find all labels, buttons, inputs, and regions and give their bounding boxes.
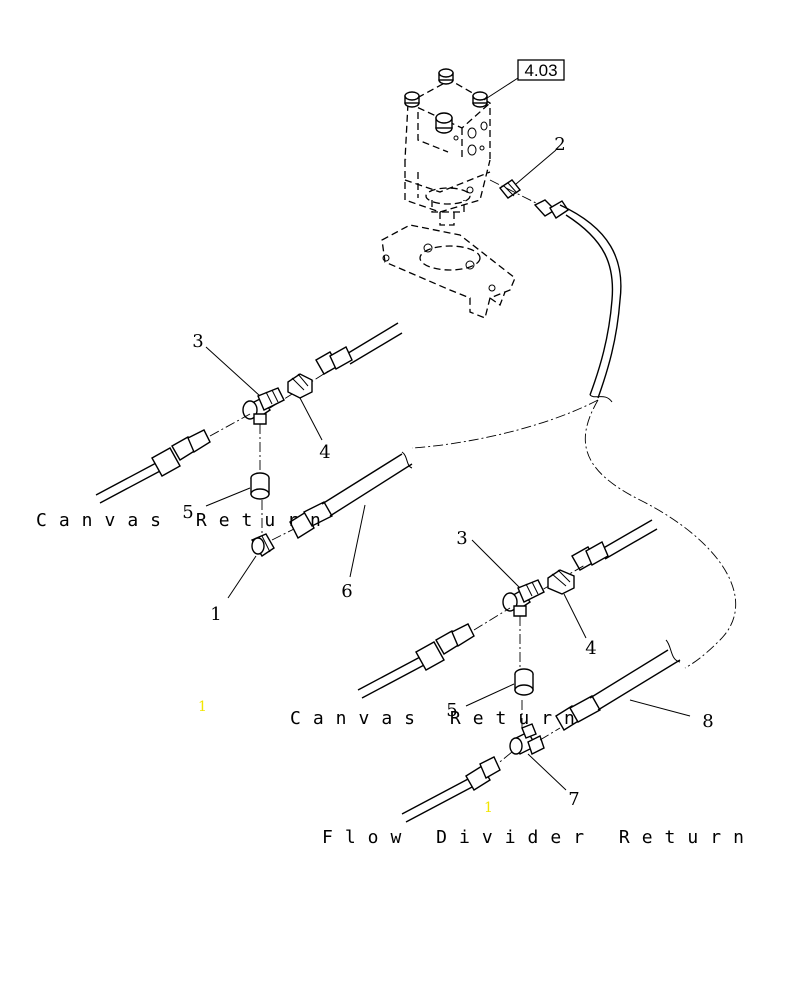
callout-6: 6: [341, 581, 352, 602]
nut-5-lower: [514, 668, 534, 696]
flow-divider-valve: [404, 68, 491, 226]
callout-2: 2: [554, 134, 565, 155]
callout-3-upper: 3: [192, 331, 203, 352]
nut-5-upper: [250, 472, 270, 500]
callout-4-lower: 4: [585, 638, 596, 659]
callout-7: 7: [568, 789, 579, 810]
nut-4-lower: [547, 569, 575, 595]
yellow-mark-1: 1: [198, 699, 207, 715]
nut-4-upper: [287, 373, 313, 399]
caption-flow-divider-return: Flow Divider Return: [322, 827, 756, 848]
elbow-fitting-1: [250, 533, 275, 557]
callout-5-upper: 5: [182, 502, 193, 523]
leader-lines: [205, 77, 691, 791]
yellow-mark-2: 1: [484, 800, 493, 816]
callout-1: 1: [210, 604, 221, 625]
callout-8: 8: [702, 711, 713, 732]
tee-fitting-3-lower: [502, 579, 545, 617]
pipe-lower-right: [571, 519, 658, 571]
pipe-canvas-return-lower: [357, 623, 475, 699]
hose-upper-right: [533, 199, 622, 403]
hose-6: [289, 451, 413, 540]
pipe-flow-divider-return: [401, 756, 501, 823]
adapter-fitting-2: [498, 179, 522, 199]
pipe-upper-right: [315, 322, 403, 375]
callout-4-upper: 4: [319, 442, 330, 463]
callout-5-lower: 5: [446, 700, 457, 721]
callout-3-lower: 3: [456, 528, 467, 549]
caption-canvas-return-upper: Canvas Return: [36, 510, 333, 531]
tee-fitting-3-upper: [242, 387, 285, 425]
pipe-canvas-return-upper: [95, 429, 211, 504]
reference-label: 4.03: [524, 61, 557, 80]
hose-8: [555, 639, 681, 731]
mounting-bracket: [381, 224, 516, 319]
caption-canvas-return-lower: Canvas Return: [290, 708, 587, 729]
tee-fitting-7: [509, 723, 545, 755]
reference-box: 4.03: [517, 59, 565, 81]
